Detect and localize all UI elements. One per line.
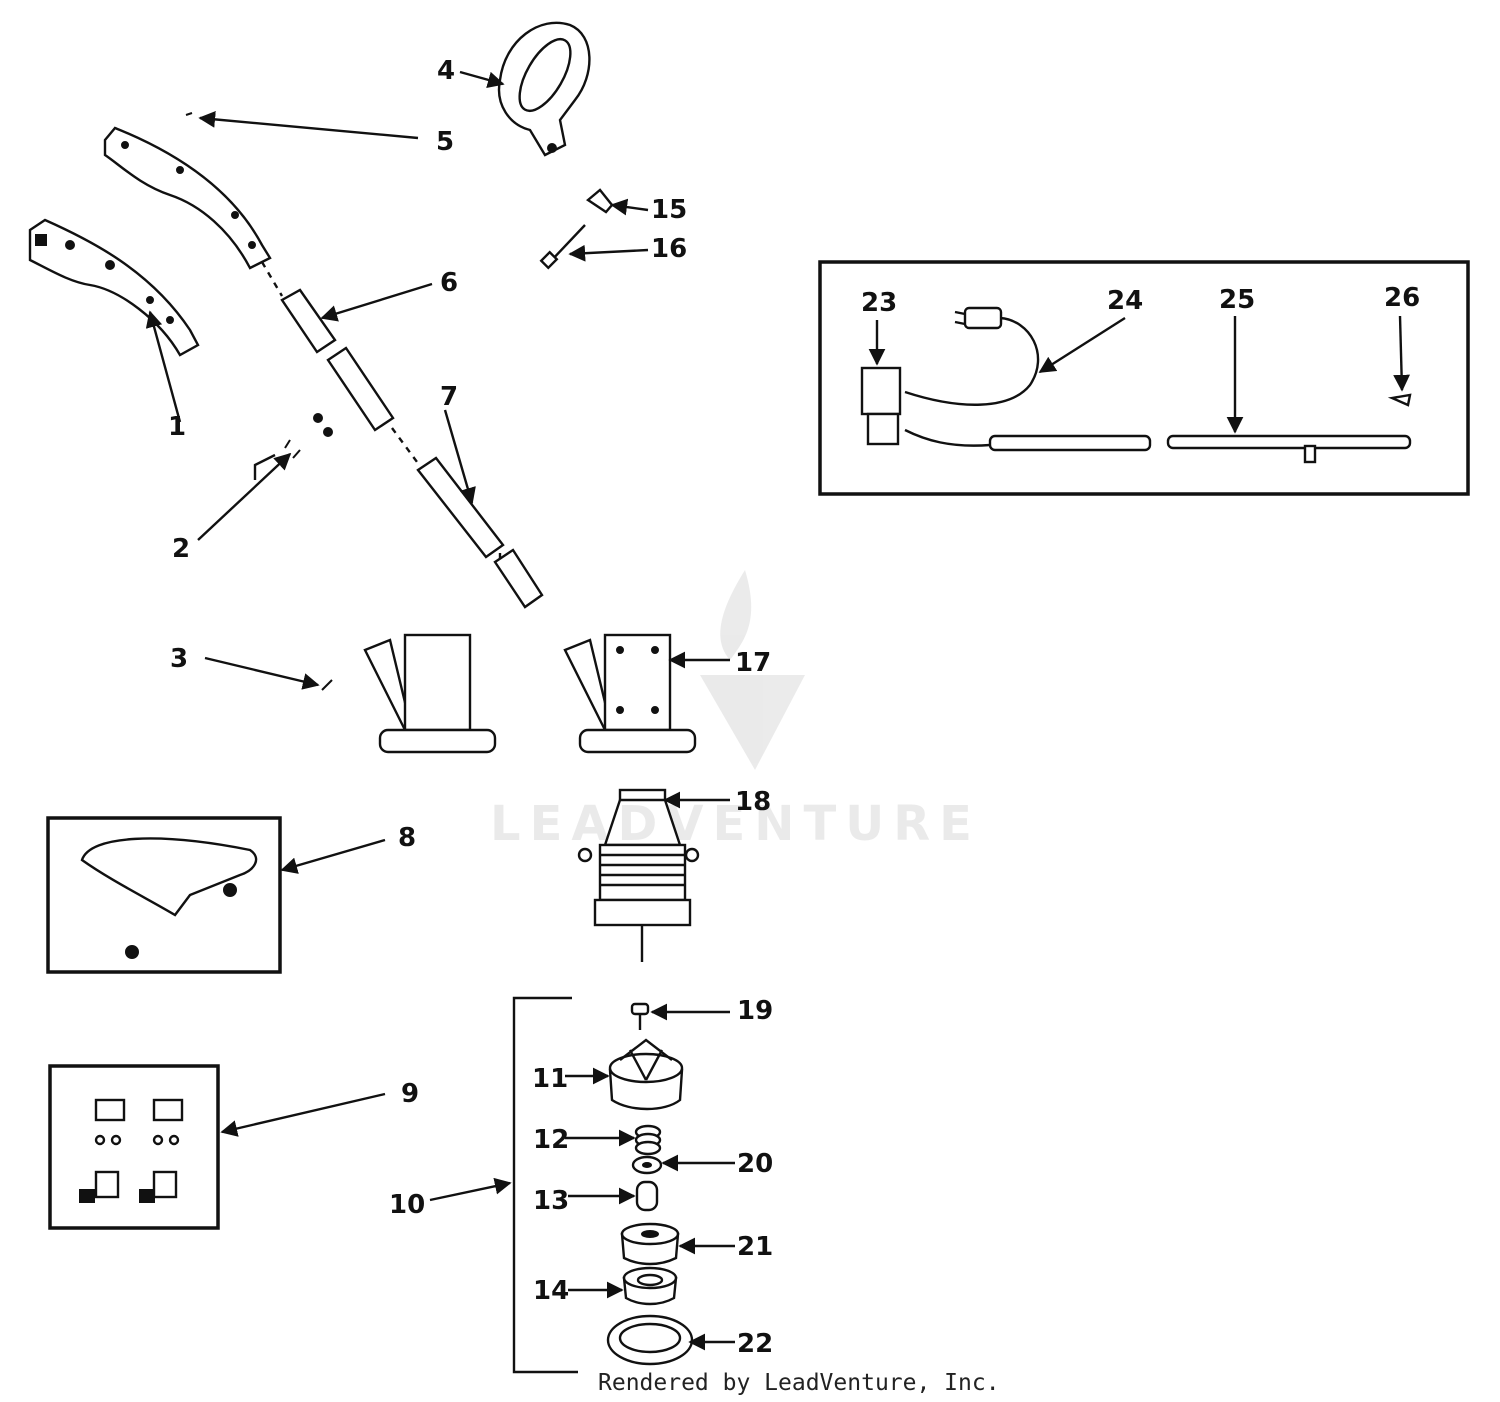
callout-15: 15 [651, 195, 688, 225]
watermark-logo [700, 570, 805, 770]
callout-7: 7 [440, 382, 459, 412]
callout-22: 22 [737, 1329, 774, 1359]
callout-5: 5 [436, 127, 455, 157]
part-20-washer [631, 1155, 663, 1175]
part-12-spring [634, 1124, 662, 1156]
callout-19: 19 [737, 996, 774, 1026]
watermark-text: LEADVENTURE [490, 796, 981, 852]
handle-right-half [103, 126, 272, 270]
bracket-10 [512, 996, 578, 1374]
callout-10: 10 [389, 1190, 426, 1220]
callout-24: 24 [1107, 286, 1144, 316]
callout-13: 13 [533, 1186, 570, 1216]
part-16-bolt [539, 224, 586, 270]
part-26-plug [1387, 393, 1412, 407]
part-1-handle-left [28, 218, 200, 357]
callout-18: 18 [735, 787, 772, 817]
part-14-ring [622, 1266, 678, 1306]
callout-11: 11 [532, 1064, 569, 1094]
callout-12: 12 [533, 1125, 570, 1155]
footer-credit: Rendered by LeadVenture, Inc. [598, 1370, 1000, 1396]
part-8-guard [80, 837, 258, 959]
part-15-nut [585, 188, 614, 214]
part-22-base [606, 1314, 694, 1366]
callout-16: 16 [651, 234, 688, 264]
box-9-clip-kit [48, 1064, 220, 1230]
callout-2: 2 [172, 534, 191, 564]
part-21-spool [620, 1222, 680, 1266]
callout-3: 3 [170, 644, 189, 674]
box-cord-set [818, 260, 1470, 496]
part-19-screw [630, 1002, 650, 1030]
callout-9: 9 [401, 1079, 420, 1109]
part-5-screw [185, 112, 193, 116]
part-17-housing-right [563, 633, 697, 754]
box-8-guard-kit [46, 816, 282, 974]
callout-6: 6 [440, 268, 459, 298]
callout-1: 1 [168, 412, 187, 442]
part-3-screw [321, 679, 333, 691]
callout-23: 23 [861, 288, 898, 318]
housing-left [363, 633, 497, 754]
part-2-screws [253, 413, 333, 480]
callout-14: 14 [533, 1276, 570, 1306]
callout-25: 25 [1219, 285, 1256, 315]
part-6-shaft-segment [280, 288, 395, 432]
part-7-shaft-segment [416, 456, 544, 609]
callout-20: 20 [737, 1149, 774, 1179]
part-13-hub [635, 1180, 659, 1212]
part-11-spool-cap [608, 1038, 684, 1111]
part-23-switch [860, 366, 902, 446]
callout-4: 4 [437, 56, 456, 86]
part-9-clips [79, 1098, 184, 1203]
part-24-power-cord [904, 306, 1040, 447]
callout-26: 26 [1384, 283, 1421, 313]
part-25-tube [988, 434, 1412, 464]
callout-17: 17 [735, 648, 772, 678]
callout-21: 21 [737, 1232, 774, 1262]
part-4-d-handle [497, 21, 591, 157]
callout-8: 8 [398, 823, 417, 853]
